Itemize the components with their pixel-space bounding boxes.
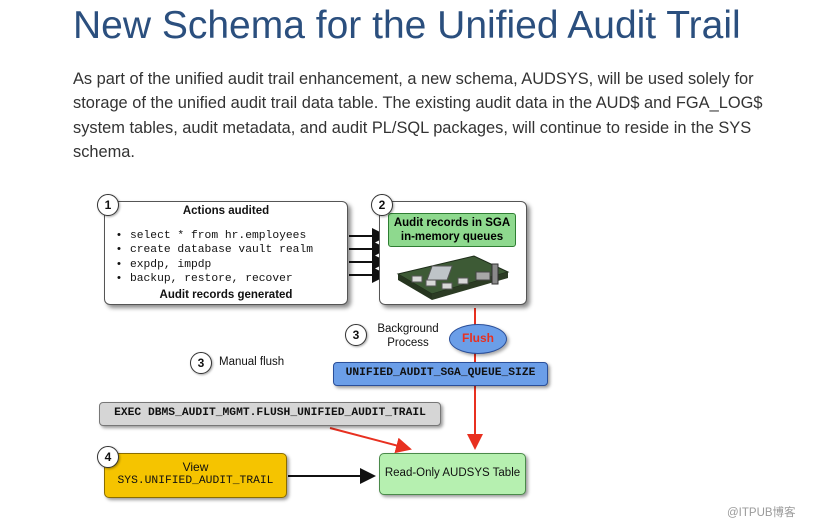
background-process-label: Background Process xyxy=(370,322,446,350)
intro-paragraph: As part of the unified audit trail enhan… xyxy=(73,70,763,161)
unified-audit-trail-view: View SYS.UNIFIED_AUDIT_TRAIL xyxy=(104,453,287,498)
step-2-badge: 2 xyxy=(371,194,393,216)
actions-list: select * from hr.employees create databa… xyxy=(117,229,313,286)
actions-audited-heading: Actions audited xyxy=(182,205,270,217)
manual-flush-label: Manual flush xyxy=(219,356,285,368)
step-3-manual-badge: 3 xyxy=(190,352,212,374)
actions-audited-panel: Actions audited select * from hr.employe… xyxy=(104,201,348,305)
sga-panel: Audit records in SGA in-memory queues xyxy=(379,201,527,305)
exec-flush-command: EXEC DBMS_AUDIT_MGMT.FLUSH_UNIFIED_AUDIT… xyxy=(99,402,441,426)
background-label-line-1: Background xyxy=(377,323,439,335)
memory-card-image xyxy=(396,255,510,300)
audsys-table: Read-Only AUDSYS Table xyxy=(379,453,526,495)
watermark: @ITPUB博客 xyxy=(727,507,796,519)
step-3-background-badge: 3 xyxy=(345,324,367,346)
view-label: View xyxy=(182,460,209,474)
list-item: backup, restore, recover xyxy=(117,272,313,286)
step-4-badge: 4 xyxy=(97,446,119,468)
flush-bubble: Flush xyxy=(449,324,507,354)
step-1-badge: 1 xyxy=(97,194,119,216)
queue-size-param: UNIFIED_AUDIT_SGA_QUEUE_SIZE xyxy=(333,362,548,386)
sga-queue-label: Audit records in SGA in-memory queues xyxy=(388,213,516,247)
sga-label-line-1: Audit records in SGA xyxy=(393,217,511,229)
view-name-label: SYS.UNIFIED_AUDIT_TRAIL xyxy=(117,475,274,487)
list-item: create database vault realm xyxy=(117,243,313,257)
page-title: New Schema for the Unified Audit Trail xyxy=(73,4,741,47)
audit-records-generated-label: Audit records generated xyxy=(159,289,293,301)
background-label-line-2: Process xyxy=(387,337,429,349)
list-item: select * from hr.employees xyxy=(117,229,313,243)
list-item: expdp, impdp xyxy=(117,258,313,272)
sga-label-line-2: in-memory queues xyxy=(400,231,504,243)
exec-to-table-arrow xyxy=(329,427,412,454)
